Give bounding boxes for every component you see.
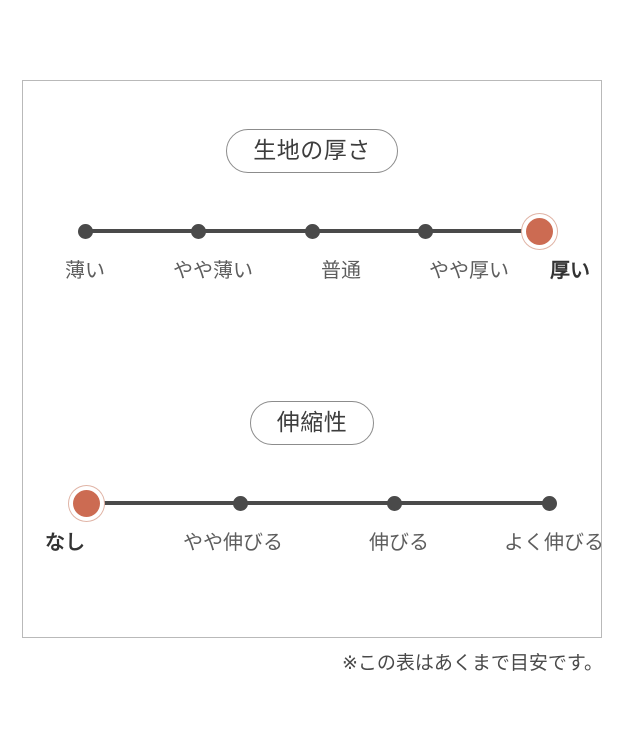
section-header-stretchiness: 伸縮性 bbox=[23, 401, 601, 446]
stretch-dot-yoku-nobiru[interactable] bbox=[541, 495, 557, 511]
thickness-label-atsui: 厚い bbox=[550, 260, 590, 283]
stretch-label-yaya-nobiru: やや伸びる bbox=[183, 532, 283, 555]
section-title-pill-fabric-thickness: 生地の厚さ bbox=[226, 129, 398, 174]
thickness-scale-line bbox=[77, 217, 553, 245]
section-fabric-thickness: 生地の厚さ 薄い やや薄い 普通 やや厚い 厚い bbox=[23, 129, 601, 293]
stretch-scale-labels: なし やや伸びる 伸びる よく伸びる bbox=[23, 531, 604, 565]
thickness-dot-yaya-usui[interactable] bbox=[191, 223, 206, 239]
stretch-scale-track-wrap bbox=[23, 485, 601, 521]
thickness-scale-track-wrap bbox=[23, 213, 601, 249]
stretch-label-yoku-nobiru: よく伸びる bbox=[504, 532, 604, 555]
section-header-fabric-thickness: 生地の厚さ bbox=[23, 129, 601, 174]
thickness-dot-atsui-selected[interactable] bbox=[525, 217, 553, 245]
stretch-label-nashi: なし bbox=[45, 532, 85, 555]
stretch-dot-yaya-nobiru[interactable] bbox=[232, 495, 248, 511]
thickness-scale-labels: 薄い やや薄い 普通 やや厚い 厚い bbox=[23, 259, 601, 293]
chart-footnote: ※この表はあくまで目安です。 bbox=[341, 653, 603, 674]
spec-panel: 生地の厚さ 薄い やや薄い 普通 やや厚い 厚い bbox=[22, 80, 604, 638]
thickness-label-yaya-usui: やや薄い bbox=[173, 260, 253, 283]
stretch-scale-line bbox=[72, 489, 557, 517]
section-stretchiness: 伸縮性 なし やや伸びる 伸びる よく伸びる bbox=[23, 401, 604, 565]
stretch-dot-nashi-selected[interactable] bbox=[72, 489, 100, 517]
thickness-dot-yaya-atsui[interactable] bbox=[418, 223, 433, 239]
thickness-label-futsuu: 普通 bbox=[321, 260, 361, 283]
stretch-dot-nobiru[interactable] bbox=[386, 495, 402, 511]
section-title-pill-stretchiness: 伸縮性 bbox=[249, 401, 375, 446]
thickness-dot-usui[interactable] bbox=[77, 223, 93, 239]
thickness-label-yaya-atsui: やや厚い bbox=[429, 260, 509, 283]
thickness-dot-futsuu[interactable] bbox=[304, 223, 320, 239]
thickness-label-usui: 薄い bbox=[65, 260, 105, 283]
stretch-label-nobiru: 伸びる bbox=[369, 532, 429, 555]
